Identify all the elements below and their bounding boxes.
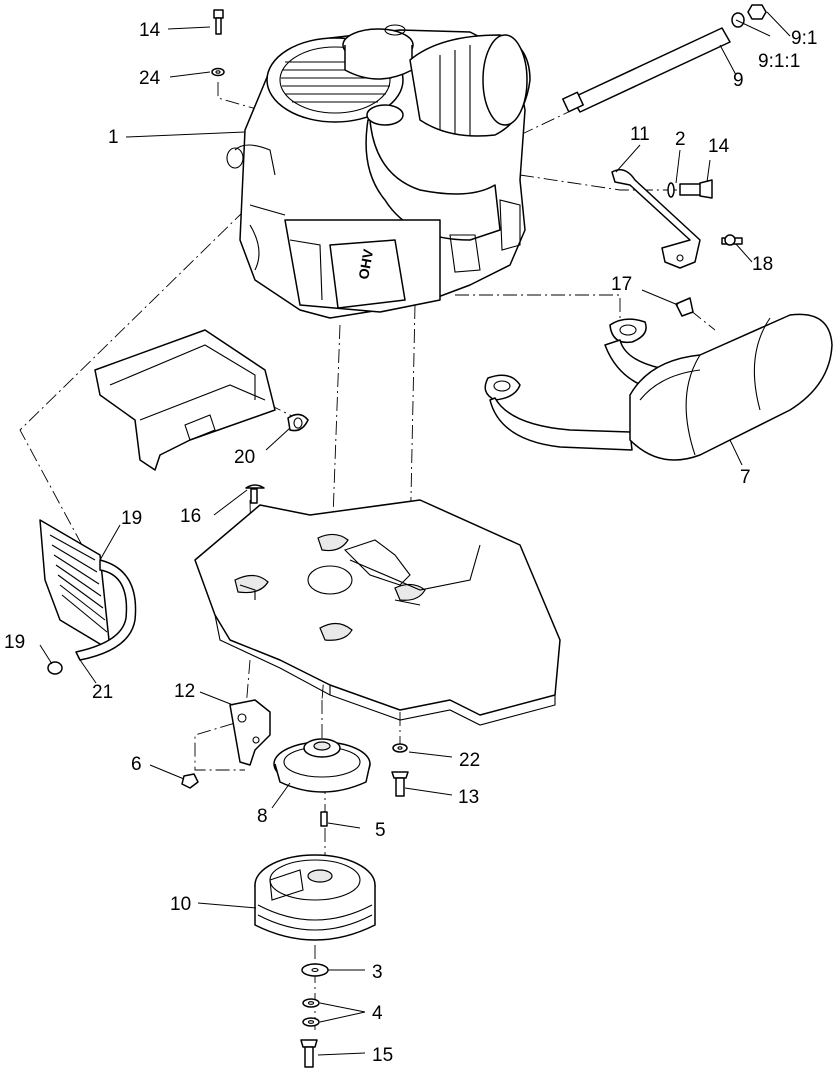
callout-14-top: 14 (139, 20, 161, 41)
screen-assembly (39, 519, 137, 675)
bracket-12 (181, 699, 271, 789)
callout-9: 9 (733, 70, 744, 91)
callout-16: 16 (180, 506, 201, 527)
bolt-16 (245, 484, 265, 504)
callout-7: 7 (740, 467, 751, 488)
callout-20: 20 (234, 447, 255, 468)
callout-24: 24 (139, 68, 161, 89)
bolt-14-top (211, 9, 225, 77)
heat-shield (94, 329, 309, 471)
callout-8: 8 (257, 806, 268, 827)
hardware-stack (300, 963, 329, 1068)
callout-22: 22 (459, 750, 480, 771)
callout-9-1-1: 9:1:1 (758, 51, 800, 72)
callout-6: 6 (131, 754, 142, 775)
engine-assembly: OHV (226, 24, 531, 319)
callout-18: 18 (752, 254, 773, 275)
callout-19-lower: 19 (4, 632, 25, 653)
callout-21: 21 (92, 682, 113, 703)
deck-plate (194, 499, 561, 726)
muffler-7 (484, 297, 833, 461)
callout-14-right: 14 (708, 136, 730, 157)
callout-19-upper: 19 (121, 508, 142, 529)
callout-2: 2 (675, 129, 686, 150)
callout-labels: 14 24 1 9:1 9:1:1 9 11 2 14 18 17 20 7 1… (4, 20, 817, 1066)
callout-9-1: 9:1 (791, 28, 817, 49)
callout-1: 1 (108, 127, 119, 148)
callout-5: 5 (375, 820, 386, 841)
callout-17: 17 (611, 274, 632, 295)
callout-4: 4 (372, 1003, 383, 1024)
bolt-13 (391, 743, 409, 797)
muffler-bracket-11 (611, 169, 743, 269)
engine-ohv-label: OHV (355, 247, 376, 280)
pulley-8 (273, 738, 371, 827)
leader-lines (39, 11, 791, 1056)
clutch-10 (254, 854, 376, 941)
exhaust-pipe-9 (562, 4, 767, 113)
callout-13: 13 (458, 787, 479, 808)
callout-10: 10 (170, 894, 191, 915)
callout-11: 11 (630, 124, 650, 145)
callout-15: 15 (372, 1045, 393, 1066)
callout-12: 12 (174, 681, 195, 702)
callout-3: 3 (372, 962, 383, 983)
